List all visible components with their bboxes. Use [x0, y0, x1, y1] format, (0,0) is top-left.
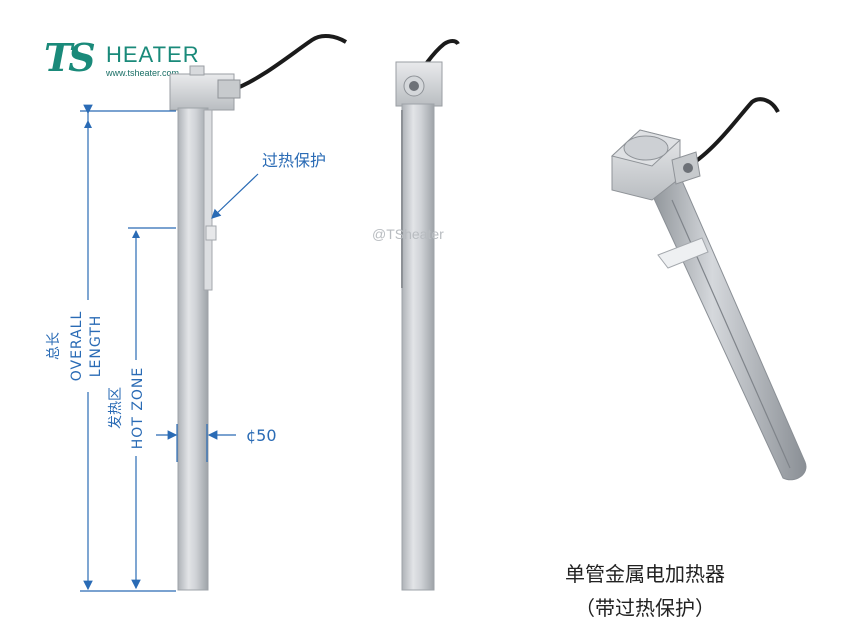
side-tube: [401, 103, 435, 591]
iso-clamp: [657, 237, 709, 269]
brand-logo: TS HEATER www.tsheater.com: [44, 38, 204, 84]
hot-zone-dimension: 发热区 HOT ZONE: [108, 227, 176, 590]
watermark: @TSheater: [372, 226, 444, 242]
overheat-protection-label: 过热保护: [262, 151, 326, 170]
overall-length-label-cn: 总长: [46, 332, 62, 360]
diameter-dimension: ¢50: [156, 424, 277, 462]
logo-mark: TS: [44, 35, 96, 80]
front-view: [169, 33, 348, 591]
hot-zone-label-en: HOT ZONE: [130, 367, 146, 449]
side-view: [395, 39, 460, 591]
overall-length-dimension: 总长 OVERALL LENGTH: [46, 104, 176, 592]
front-cable: [231, 33, 348, 92]
front-cable-gland: [217, 79, 241, 99]
caption-subtitle: （带过热保护）: [575, 596, 715, 620]
front-sensor-sleeve: [203, 109, 213, 291]
overheat-callout: 过热保护: [211, 151, 326, 219]
isometric-view: [610, 97, 807, 481]
hot-zone-label-cn: 发热区: [108, 387, 124, 429]
diameter-label: ¢50: [246, 426, 277, 445]
overall-length-label-en-1: OVERALL: [69, 311, 85, 382]
front-tube: [177, 107, 209, 591]
caption-title: 单管金属电加热器: [565, 562, 725, 586]
iso-cable: [688, 97, 780, 167]
logo-url: www.tsheater.com: [106, 68, 180, 78]
logo-wordmark: HEATER: [106, 42, 200, 67]
overall-length-label-en-2: LENGTH: [88, 315, 104, 378]
